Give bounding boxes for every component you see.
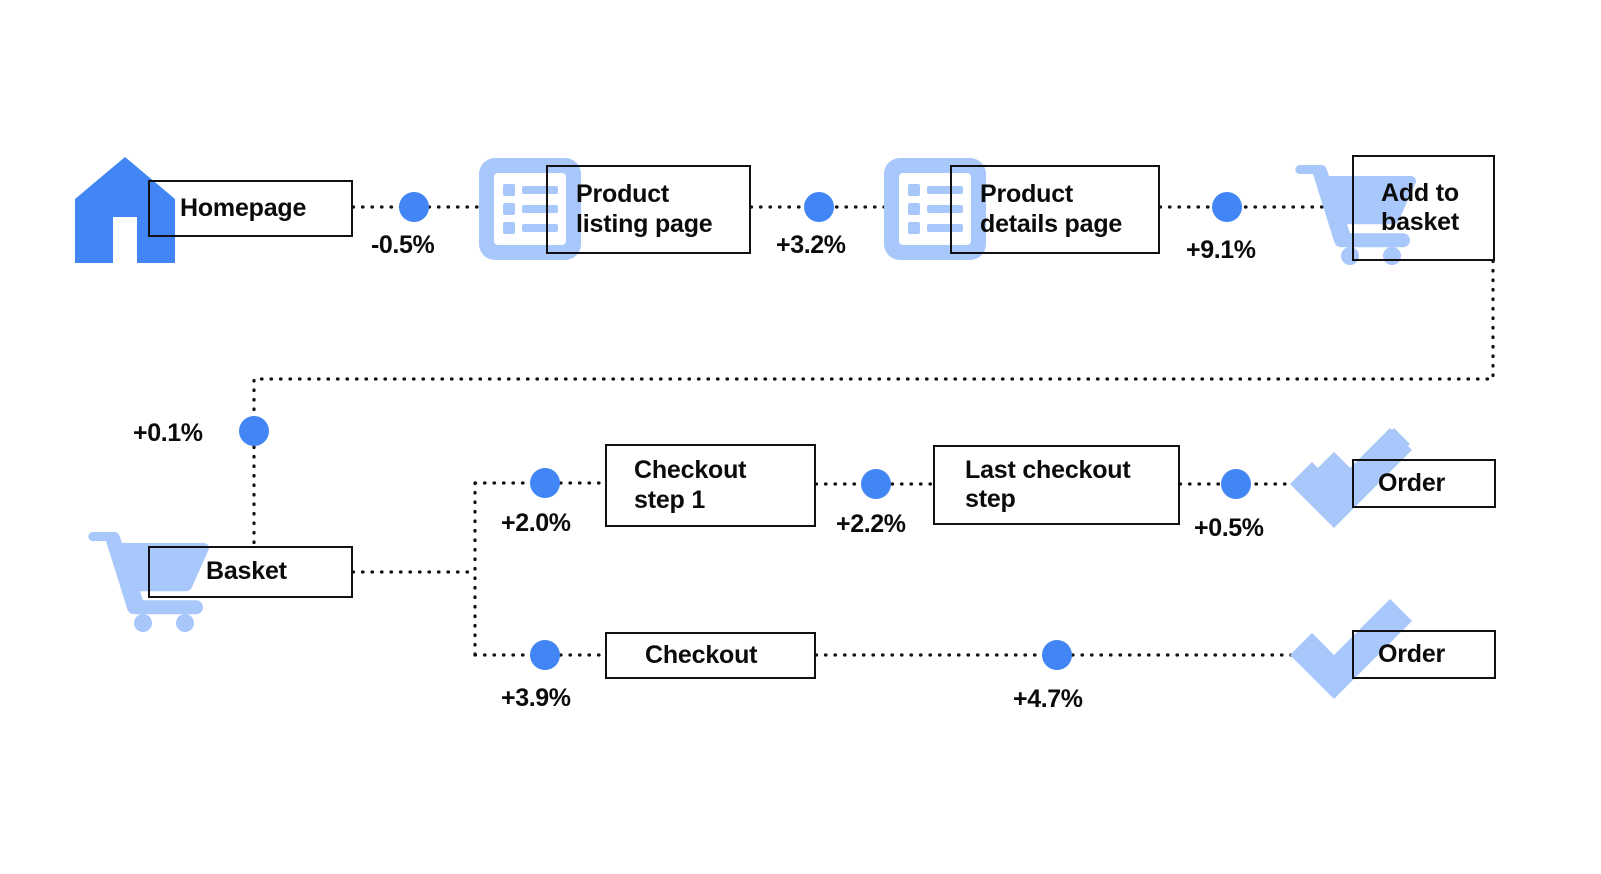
node-order-top[interactable]: Order	[1352, 459, 1496, 508]
check-icon	[1290, 599, 1412, 699]
list-page-icon	[884, 158, 986, 260]
node-label: Order	[1378, 639, 1446, 668]
node-product-listing-page[interactable]: Product listing page	[546, 165, 751, 254]
edge-label-homepage-to-listing: -0.5%	[371, 231, 435, 259]
node-product-details-page[interactable]: Product details page	[950, 165, 1160, 254]
node-label: Homepage	[180, 193, 307, 222]
node-last-checkout-step[interactable]: Last checkout step	[933, 445, 1180, 525]
check-icon	[1290, 428, 1412, 528]
node-label: Checkout step 1	[634, 456, 747, 514]
node-label: Product listing page	[576, 180, 713, 238]
list-page-icon	[479, 158, 581, 260]
node-add-to-basket[interactable]: Add to basket	[1352, 155, 1495, 261]
node-checkout[interactable]: Checkout	[605, 632, 816, 679]
node-label: Order	[1378, 468, 1446, 497]
node-order-bottom[interactable]: Order	[1352, 630, 1496, 679]
node-label: Product details page	[980, 180, 1123, 238]
node-label: Last checkout step	[965, 455, 1131, 514]
node-basket[interactable]: Basket	[148, 546, 353, 598]
node-label: Checkout	[645, 640, 758, 669]
node-checkout-step-1[interactable]: Checkout step 1	[605, 444, 816, 527]
edge-addbasket-to-basket	[252, 259, 1495, 548]
edge-label-checkout-to-order: +4.7%	[1013, 685, 1083, 713]
edge-label-details-to-add-to-basket: +9.1%	[1186, 236, 1256, 264]
edge-label-step-1-to-last-step: +2.2%	[836, 510, 906, 538]
edge-label-add-to-basket-to-basket: +0.1%	[133, 419, 203, 447]
edge-label-basket-to-checkout: +3.9%	[501, 684, 571, 712]
edge-label-last-step-to-order: +0.5%	[1194, 514, 1264, 542]
edge-label-listing-to-details: +3.2%	[776, 231, 846, 259]
node-homepage[interactable]: Homepage	[148, 180, 353, 237]
edge-label-basket-to-checkout-step-1: +2.0%	[501, 509, 571, 537]
node-label: Basket	[206, 557, 287, 586]
node-label: Add to basket	[1381, 178, 1460, 237]
